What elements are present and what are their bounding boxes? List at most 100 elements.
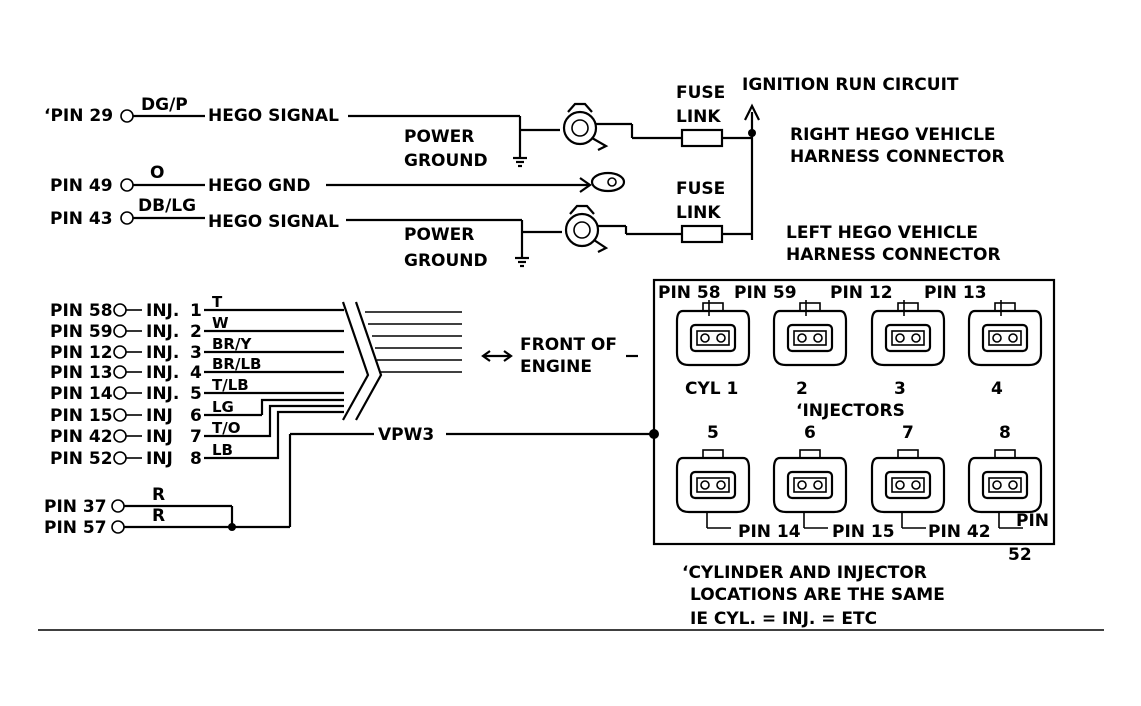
injector-connector [772,449,848,514]
injector-wire-color: T [212,293,223,311]
fuse-link-2 [680,224,724,244]
injector-pin-label: PIN 59 [50,322,113,342]
hego-gnd-label: HEGO GND [208,176,310,196]
injector-wire-color: LG [212,398,234,416]
power-feed: PIN 37 R PIN 57 R VPW3 [44,425,659,538]
connector-pin-label: PIN 14 [738,522,801,542]
ground-symbol-2 [515,256,529,268]
injector-wire-color: BR/Y [212,335,252,353]
note-line-1: ‘CYLINDER AND INJECTOR [682,563,927,583]
cylinder-label: 3 [894,379,906,399]
injector-connector-box [652,278,1056,546]
pin-43-terminal [120,211,134,225]
harness-wires-right [365,311,462,373]
connector-pin-label: PIN 13 [924,283,987,303]
vpw3-label: VPW3 [378,425,434,445]
pin-57-label: PIN 57 [44,518,107,538]
injector-connector [870,449,946,514]
injector-pin-label: PIN 14 [50,384,113,404]
fuse-label-2: FUSE [676,179,725,199]
injector-number: 5 [190,384,202,404]
pin-29-terminal [120,109,134,123]
pin-49-label: PIN 49 [50,176,113,196]
cylinder-label: 5 [707,423,719,443]
injector-number: 3 [190,343,202,363]
injector-connector [967,449,1043,514]
left-hego-label-1: LEFT HEGO VEHICLE [786,223,978,243]
injector-inj-label: INJ. [146,301,179,321]
injector-inj-label: INJ [146,449,173,469]
connector-pin-label: PIN 42 [928,522,991,542]
connector-pin-label: 52 [1008,545,1032,565]
injector-connector [772,302,848,367]
connector-pin-label: PIN 58 [658,283,721,303]
injector-number: 6 [190,406,202,426]
injector-pin-label: PIN 52 [50,449,113,469]
injector-row: PIN 52 INJ 8 LB [50,441,240,469]
note-line-2: LOCATIONS ARE THE SAME [690,585,945,605]
injector-number: 8 [190,449,202,469]
injector-row: PIN 13 INJ. 4 BR/LB [50,355,344,383]
injector-number: 4 [190,363,202,383]
injector-wire-color: BR/LB [212,355,261,373]
cylinder-label: 4 [991,379,1003,399]
injector-row: PIN 15 INJ 6 LG [50,398,262,426]
hego-signal-2-label: HEGO SIGNAL [208,212,339,232]
injector-wire-color: LB [212,441,233,459]
injector-inj-label: INJ. [146,363,179,383]
power-label-2: POWER [404,225,474,245]
power-label-1: POWER [404,127,474,147]
injector-number: 7 [190,427,202,447]
injector-inj-label: INJ. [146,384,179,404]
link-label-1: LINK [676,107,721,127]
injector-inj-label: INJ. [146,343,179,363]
front-of-engine: FRONT OF ENGINE [481,335,638,377]
injector-wire-color: W [212,314,229,332]
cylinder-label: 7 [902,423,914,443]
note-line-3: IE CYL. = INJ. = ETC [690,609,877,629]
fuse-link-1 [680,128,724,148]
ground-symbol-1 [513,156,527,168]
injector-pin-label: PIN 15 [50,406,113,426]
wire-color-o: O [150,163,164,183]
injector-wire-color: T/LB [212,376,249,394]
injector-connector [967,302,1043,367]
pin-37-label: PIN 37 [44,497,107,517]
right-hego-label-1: RIGHT HEGO VEHICLE [790,125,996,145]
pin-49-terminal [120,178,134,192]
injector-pin-label: PIN 13 [50,363,113,383]
right-hego-sensor [562,102,632,151]
injector-inj-label: INJ [146,427,173,447]
pin-terminal [113,386,127,400]
pin-terminal [113,303,127,317]
injector-inj-label: INJ [146,406,173,426]
injector-number: 2 [190,322,202,342]
connector-pin-label: PIN [1016,511,1049,531]
cylinder-label: CYL 1 [685,379,738,399]
pin-terminal [113,345,127,359]
footnote: ‘CYLINDER AND INJECTOR LOCATIONS ARE THE… [682,563,945,629]
link-label-2: LINK [676,203,721,223]
pin-29-label: ‘PIN 29 [44,106,113,126]
injectors-label: ‘INJECTORS [796,401,905,421]
hego-section: ‘PIN 29 DG/P HEGO SIGNAL POWER GROUND FU… [44,75,1005,271]
pin-43-label: PIN 43 [50,209,113,229]
pin-terminal [113,408,127,422]
injector-connector [675,449,751,514]
hego-gnd-terminal [590,171,626,193]
injector-inj-label: INJ. [146,322,179,342]
cylinder-label: 6 [804,423,816,443]
ignition-run-label: IGNITION RUN CIRCUIT [742,75,959,95]
left-hego-label-2: HARNESS CONNECTOR [786,245,1001,265]
wire-color-dblg: DB/LG [138,196,196,216]
cylinder-label: 2 [796,379,808,399]
right-hego-label-2: HARNESS CONNECTOR [790,147,1005,167]
